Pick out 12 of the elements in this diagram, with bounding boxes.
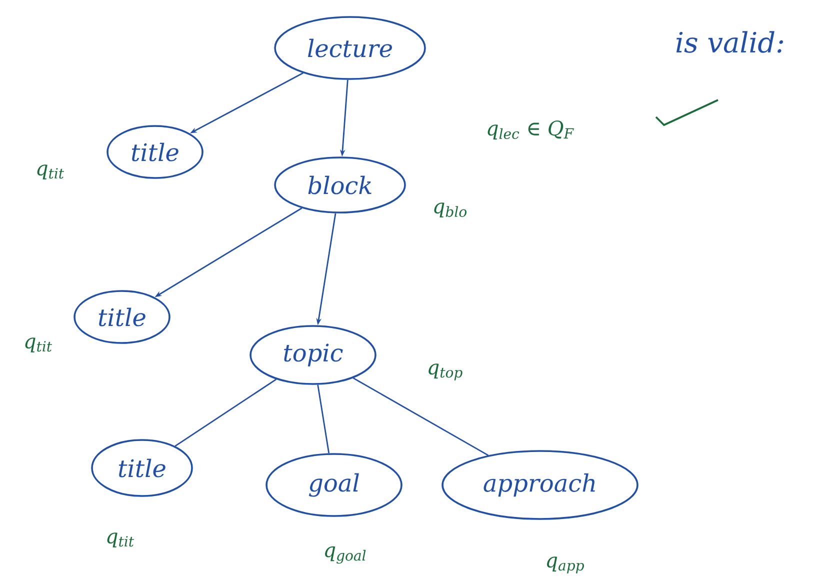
annotation-text: is valid: (676, 31, 783, 53)
tree-edge (352, 377, 489, 456)
state-label: q$_{tit}$ (37, 164, 64, 180)
tree-edge (317, 384, 330, 454)
state-label: q$_{top}$ (428, 364, 462, 380)
state-label: q$_{goal}$ (325, 546, 366, 564)
state-label: q$_{blo}$ (434, 202, 466, 218)
state-label: q$_{tit}$ (25, 338, 52, 352)
state-label: q$_{lec}$ ∈ Q$_{F}$ (488, 120, 574, 140)
state-label: q$_{tit}$ (107, 532, 134, 548)
state-label: q$_{app}$ (547, 556, 584, 574)
tree-edge (174, 378, 277, 447)
